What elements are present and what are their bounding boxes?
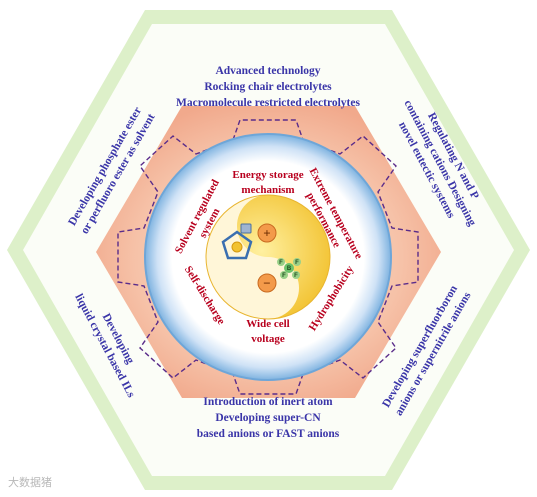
yin-yang-core (205, 194, 331, 320)
cation-square-icon (240, 223, 252, 234)
svg-text:B: B (287, 266, 292, 272)
svg-text:F: F (295, 260, 299, 266)
inner-label-top-2: mechanism (241, 184, 294, 196)
outer-label-top-1: Advanced technology (215, 65, 320, 77)
outer-label-bottom-1: Introduction of inert atom (203, 396, 333, 408)
watermark: 大数据猪 (8, 476, 52, 489)
anion-minus-icon: − (257, 273, 277, 293)
outer-label-bottom-3: based anions or FAST anions (197, 428, 340, 440)
bf4-anion-icon: F F B F F (277, 258, 301, 279)
svg-text:+: + (263, 226, 270, 241)
cation-pentagon-icon (221, 230, 253, 260)
outer-label-bottom-2: Developing super-CN (215, 412, 321, 424)
cation-plus-icon: + (257, 223, 277, 243)
svg-text:F: F (279, 260, 283, 266)
inner-label-bottom-1: Wide cell (246, 318, 289, 330)
svg-text:F: F (282, 273, 286, 279)
inner-label-top-1: Energy storage (232, 169, 303, 181)
outer-label-top-2: Rocking chair electrolytes (204, 81, 332, 93)
svg-text:−: − (263, 276, 270, 291)
outer-label-top-3: Macromolecule restricted electrolytes (176, 97, 360, 109)
svg-text:F: F (294, 273, 298, 279)
inner-label-bottom-2: voltage (251, 333, 285, 345)
